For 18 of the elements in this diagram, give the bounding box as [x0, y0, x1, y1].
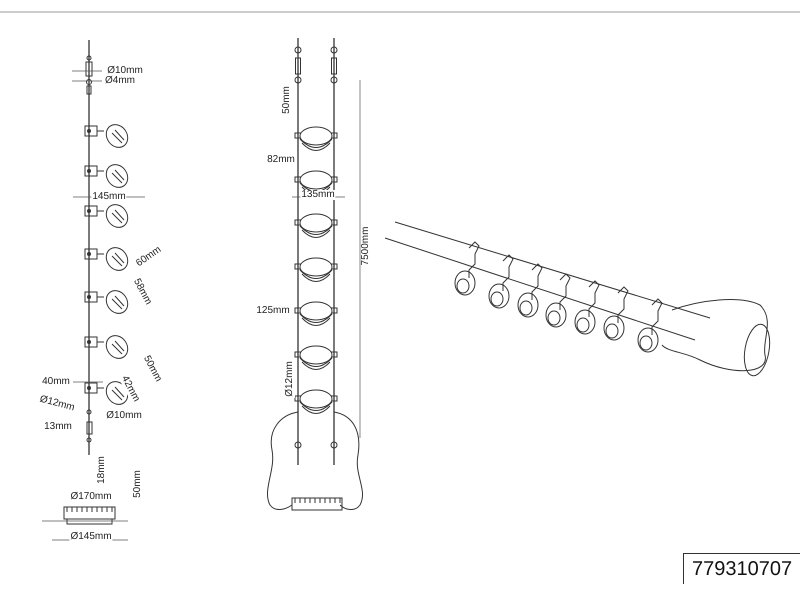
dimension-label: 145mm: [91, 192, 127, 202]
dimension-label: 40mm: [41, 377, 71, 387]
dimension-label: 13mm: [43, 422, 73, 432]
dimension-label: 7500mm: [361, 226, 371, 266]
dimension-label: Ø10mm: [105, 411, 143, 421]
dimension-label: 42mm: [118, 374, 142, 404]
article-number: 779310707: [683, 553, 800, 584]
dimension-label: Ø10mm: [106, 66, 144, 76]
dimension-label: Ø145mm: [69, 532, 113, 542]
dimension-label: 50mm: [282, 85, 292, 115]
dimension-label: 135mm: [300, 190, 336, 200]
dimension-label: Ø4mm: [104, 76, 136, 86]
dimension-label: 50mm: [133, 469, 143, 499]
dimension-label: Ø170mm: [69, 492, 113, 502]
dimension-label: 82mm: [266, 155, 296, 165]
dimension-label: 18mm: [97, 455, 107, 485]
dimension-label: Ø12mm: [285, 360, 295, 398]
dimension-label: 125mm: [255, 306, 291, 316]
